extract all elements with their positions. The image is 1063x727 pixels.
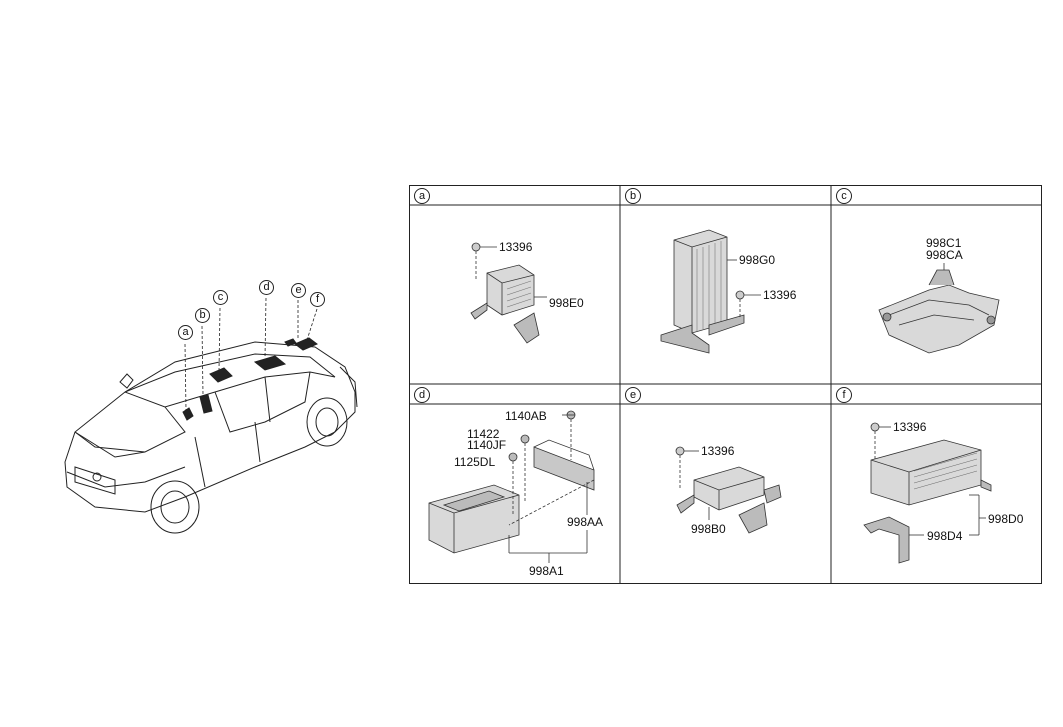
part-label: 1125DL [454,455,496,469]
parts-grid: a b c d e f 13396 998E0 998G0 13396 998C… [409,185,1042,584]
callout-b: b [195,308,210,323]
part-label: 998G0 [739,253,776,267]
part-d-assembly [428,410,595,563]
vehicle-overview: a b c d e f [55,280,365,542]
part-label: 998A1 [529,564,564,578]
part-label: 998AA [567,515,604,529]
panel-e-header: e [625,387,641,403]
part-label: 11422 [467,427,500,441]
panel-a-header: a [414,188,430,204]
part-label: 1140JF [467,438,507,452]
part-label: 998D0 [988,512,1024,526]
part-label: 998C1 [926,236,962,250]
part-label: 1140AB [505,409,547,423]
part-label: 13396 [499,240,533,254]
part-e-module [675,446,782,534]
callout-c: c [213,290,228,305]
callout-e: e [291,283,306,298]
panel-f-header: f [836,387,852,403]
part-label: 998E0 [549,296,584,310]
part-label: 998B0 [691,522,726,536]
part-label: 998D4 [927,529,963,543]
panel-b-header: b [625,188,641,204]
panel-c-header: c [836,188,852,204]
part-label: 998CA [926,248,963,262]
callout-a: a [178,325,193,340]
callout-d: d [259,280,274,295]
part-c-bracket [878,263,1000,354]
part-f-module [863,422,992,564]
grid-drawing [409,185,1042,584]
part-label: 13396 [701,444,735,458]
part-label: 13396 [893,420,927,434]
callout-f: f [310,292,325,307]
part-a-module [470,242,547,344]
panel-d-header: d [414,387,430,403]
part-b-module [660,229,761,354]
part-label: 13396 [763,288,797,302]
vehicle-outline [64,297,358,534]
